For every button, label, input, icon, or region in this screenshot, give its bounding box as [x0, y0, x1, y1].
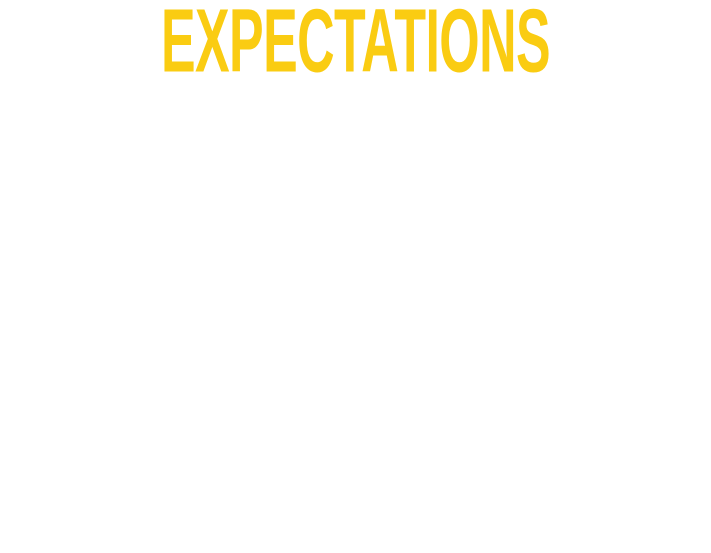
page-title: EXPECTATIONS	[161, 0, 551, 92]
heading-container: EXPECTATIONS	[161, 0, 551, 92]
